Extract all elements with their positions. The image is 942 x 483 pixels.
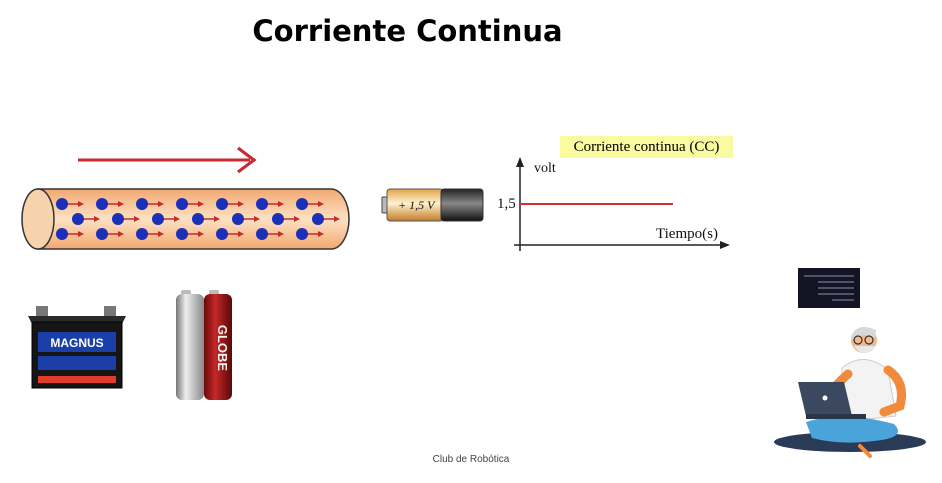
electron-dot [176, 228, 188, 240]
electron-dot [296, 198, 308, 210]
electron-dot [112, 213, 124, 225]
electron-dot [176, 198, 188, 210]
electron-dot [72, 213, 84, 225]
car-battery-brand: MAGNUS [50, 336, 103, 350]
electron-dot [216, 198, 228, 210]
electron-dot [192, 213, 204, 225]
aa-battery-brand: GLOBE [215, 325, 230, 372]
electron-dot [152, 213, 164, 225]
electron-dot [56, 198, 68, 210]
current-direction-arrow [70, 140, 270, 180]
battery-voltage-label: + 1,5 V [398, 198, 434, 213]
y-axis-label: volt [534, 161, 556, 177]
conductor-tube [16, 184, 356, 254]
electron-dot [256, 228, 268, 240]
monitor-icon [798, 268, 860, 308]
electron-dot [296, 228, 308, 240]
footer-text: Club de Robótica [0, 454, 942, 465]
electron-dot [96, 198, 108, 210]
electron-dot [256, 198, 268, 210]
x-axis-label: Tiempo(s) [656, 226, 718, 243]
electron-dot [216, 228, 228, 240]
person-with-laptop-illustration [772, 318, 932, 466]
car-battery-image: MAGNUS [22, 302, 132, 397]
electron-dot [272, 213, 284, 225]
slide-title: Corriente Continua [0, 14, 815, 48]
aa-batteries-image: GLOBE [172, 288, 240, 404]
electron-dot [96, 228, 108, 240]
electron-dot [312, 213, 324, 225]
electron-dot [232, 213, 244, 225]
level-label: 1,5 [497, 196, 516, 213]
electron-dot [136, 198, 148, 210]
electron-dot [136, 228, 148, 240]
electron-dot [56, 228, 68, 240]
